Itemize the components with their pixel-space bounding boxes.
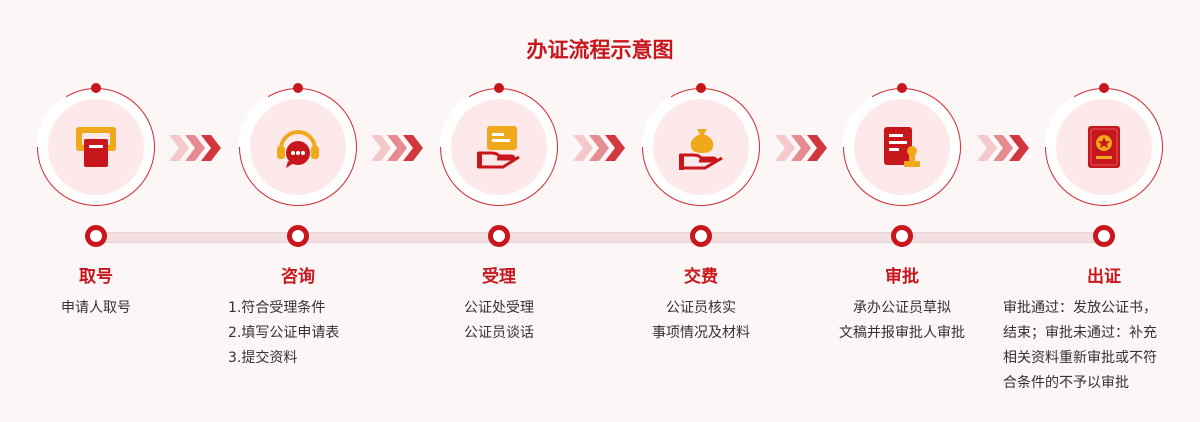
hand-document-icon xyxy=(477,126,520,169)
step-name: 出证 xyxy=(1087,267,1121,287)
step-name: 取号 xyxy=(79,267,113,287)
step-circle xyxy=(37,88,155,206)
step-name: 审批 xyxy=(885,267,919,287)
step-name: 交费 xyxy=(684,267,718,287)
chevron-arrows-icon xyxy=(775,135,827,161)
timeline-node xyxy=(690,225,712,247)
step-description: 1.符合受理条件 2.填写公证申请表 3.提交资料 xyxy=(228,300,340,366)
headset-chat-icon xyxy=(277,130,319,168)
chevron-arrows-icon xyxy=(169,135,221,161)
ticket-machine-icon xyxy=(76,127,116,167)
diagram-title: 办证流程示意图 xyxy=(526,38,674,62)
certificate-book-icon xyxy=(1088,126,1120,168)
step-description: 申请人取号 xyxy=(61,300,131,316)
step-description: 公证员核实 事项情况及材料 xyxy=(652,300,750,341)
timeline-node xyxy=(891,225,913,247)
hand-money-bag-icon xyxy=(679,129,723,170)
step-description: 审批通过：发放公证书， 结束；审批未通过：补充 相关资料重新审批或不符 合条件的… xyxy=(1003,300,1157,391)
timeline-node xyxy=(1093,225,1115,247)
timeline-node xyxy=(85,225,107,247)
document-stamp-icon xyxy=(884,127,920,167)
step-description: 公证处受理 公证员谈话 xyxy=(464,300,534,341)
step-name: 受理 xyxy=(482,267,516,287)
step-description: 承办公证员草拟 文稿并报审批人审批 xyxy=(839,300,965,341)
timeline-node xyxy=(488,225,510,247)
chevron-arrows-icon xyxy=(573,135,625,161)
chevron-arrows-icon xyxy=(371,135,423,161)
chevron-arrows-icon xyxy=(977,135,1029,161)
timeline-node xyxy=(287,225,309,247)
timeline-track xyxy=(96,232,1104,243)
step-name: 咨询 xyxy=(281,267,315,287)
